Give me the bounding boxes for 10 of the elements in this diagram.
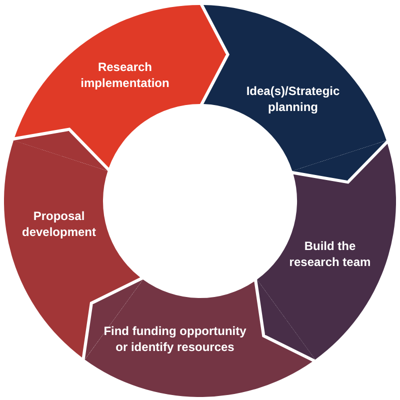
step-label: Research implementation [80, 59, 170, 91]
arrow [14, 130, 108, 172]
step-label: Idea(s)/Strategic planning [245, 83, 341, 115]
arrow [200, 5, 226, 104]
arrow [257, 279, 316, 360]
step-label: Build the research team [288, 238, 372, 270]
step-label: Find funding opportunity or identify resources [102, 323, 248, 355]
step-label: Proposal development [20, 208, 97, 240]
arrow [84, 279, 143, 360]
arrow [292, 140, 386, 181]
